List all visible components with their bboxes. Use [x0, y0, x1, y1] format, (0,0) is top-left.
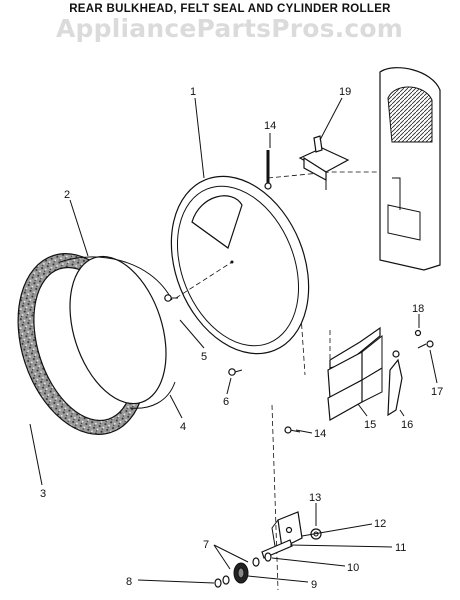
washer-icon[interactable] [222, 575, 230, 585]
callout-3: 3 [40, 488, 46, 500]
callout-14-top: 14 [264, 120, 276, 132]
callout-8: 8 [126, 576, 132, 588]
clip-icon[interactable] [387, 350, 403, 417]
callout-9: 9 [311, 579, 317, 591]
screw-icon[interactable] [264, 150, 272, 190]
rear-bulkhead-icon[interactable] [146, 156, 334, 375]
bracket-icon[interactable] [327, 326, 383, 421]
cabinet-back-panel-icon [379, 67, 441, 271]
callout-6: 6 [223, 396, 229, 408]
callout-16: 16 [401, 419, 413, 431]
cylinder-roller-icon[interactable] [233, 562, 249, 584]
mounting-bracket-icon[interactable] [298, 135, 350, 190]
screw-icon[interactable] [228, 368, 243, 376]
screw-icon[interactable] [414, 329, 422, 337]
callout-13: 13 [309, 492, 321, 504]
washer-icon[interactable] [214, 578, 222, 588]
callout-17: 17 [431, 386, 443, 398]
callout-14-bottom: 14 [314, 428, 326, 440]
seal-band-icon[interactable] [53, 244, 184, 416]
callout-18: 18 [412, 303, 424, 315]
callout-19: 19 [339, 86, 351, 98]
callout-15: 15 [364, 419, 376, 431]
callout-2: 2 [64, 189, 70, 201]
callout-4: 4 [180, 421, 186, 433]
callout-11: 11 [395, 542, 406, 554]
callout-1: 1 [190, 86, 196, 98]
callout-10: 10 [347, 562, 359, 574]
callout-5: 5 [201, 351, 207, 363]
leader-lines [29, 97, 438, 584]
screw-icon[interactable] [164, 261, 233, 302]
page-title: REAR BULKHEAD, FELT SEAL AND CYLINDER RO… [69, 3, 391, 15]
screw-icon[interactable] [417, 340, 434, 349]
screw-icon[interactable] [284, 426, 301, 434]
callout-7: 7 [203, 539, 209, 551]
callout-12: 12 [374, 518, 386, 530]
watermark: AppliancePartsPros.com [56, 14, 404, 43]
washer-icon[interactable] [264, 552, 272, 562]
callouts: 1 2 3 4 5 6 7 8 9 10 11 12 13 14 14 15 1… [40, 86, 443, 591]
washer-icon[interactable] [252, 557, 260, 567]
